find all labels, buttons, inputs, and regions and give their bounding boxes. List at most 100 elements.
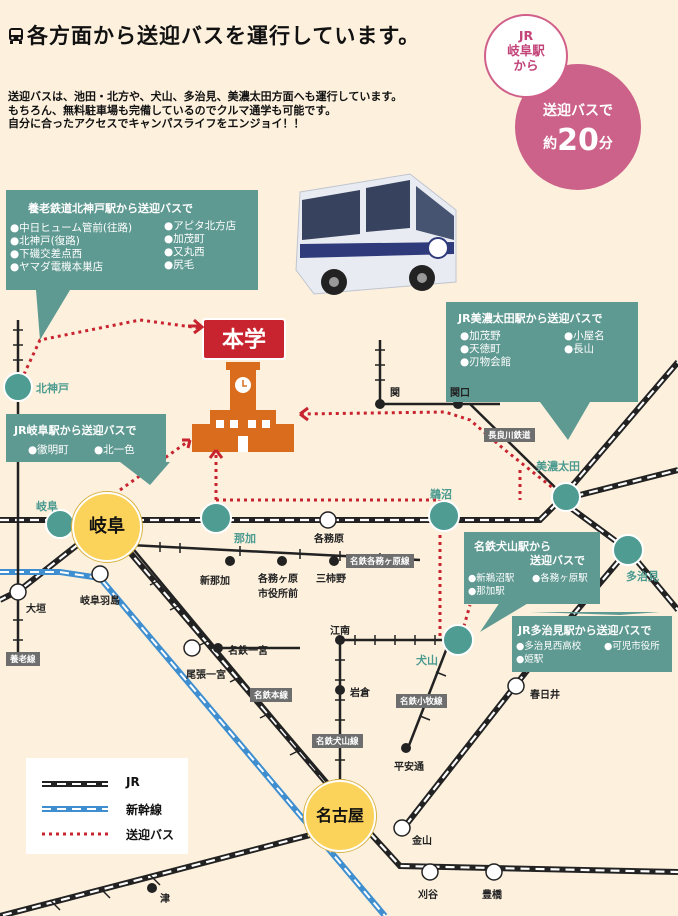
map-legend: JR 新幹線 送迎バス [26, 758, 188, 854]
minoota-stops-left: ●加茂野 ●天徳町 ●刃物会館 [460, 330, 511, 369]
bus-stop: ●那加駅 [468, 586, 505, 597]
intro-line: 送迎バスは、池田・北方や、犬山、多治見、美濃太田方面へも運行しています。 [8, 90, 403, 103]
station-label-owari-ichinomiya: 尾張一宮 [186, 670, 226, 681]
page-title: 各方面から送迎バスを運行しています。 [8, 20, 420, 50]
station-label-gifu: 岐阜 [36, 500, 58, 513]
travel-time-unit: 分 [598, 136, 613, 152]
bus-stop: ●尻毛 [164, 259, 195, 271]
bus-stop: ●中日ヒューム管前(往路) [10, 222, 133, 234]
station-label-inuyama: 犬山 [416, 654, 438, 667]
bus-icon [9, 28, 23, 44]
bus-stop: ●姫駅 [516, 654, 544, 665]
clock-tower-icon [192, 362, 294, 452]
gifu-bus-box: JR岐阜駅から送迎バスで ●徹明町 ●北一色 [6, 414, 166, 462]
bus-stop: ●刃物会館 [460, 356, 512, 368]
page-title-text: 各方面から送迎バスを運行しています。 [27, 24, 421, 48]
inuyama-bus-box: 名鉄犬山駅から 送迎バスで ●新鵜沼駅 ●那加駅 ●各務ヶ原駅 [464, 532, 600, 604]
hub-gifu: 岐阜 [72, 492, 142, 562]
gifu-box-title: JR岐阜駅から送迎バスで [14, 424, 137, 437]
tajimi-stops-left: ●多治見西高校 ●姫駅 [516, 640, 581, 666]
inuyama-stops-right: ●各務ヶ原駅 [532, 572, 588, 585]
station-label-mikakino: 三柿野 [316, 574, 346, 585]
legend-shinkansen: 新幹線 [126, 803, 163, 817]
tajimi-bus-box: JR多治見駅から送迎バスで ●多治見西高校 ●姫駅 ●可児市役所 [512, 616, 672, 672]
bus-stop: ●各務ヶ原駅 [532, 573, 588, 584]
jr-badge-line: 岐阜駅 [507, 43, 545, 58]
jr-badge-line: JR [518, 28, 534, 43]
station-label-heiantori: 平安通 [394, 762, 424, 773]
bus-stop: ●可児市役所 [604, 641, 660, 652]
legend-bus: 送迎バス [126, 828, 175, 842]
minoota-bus-box: JR美濃太田駅から送迎バスで ●加茂野 ●天徳町 ●刃物会館 ●小屋名 ●長山 [446, 302, 638, 402]
station-label-seki: 関 [390, 388, 400, 399]
station-label-kakamigahara-city: 各務ヶ原 市役所前 [258, 570, 298, 600]
kitakoudo-stops-right: ●アピタ北方店 ●加茂町 ●又丸西 ●尻毛 [164, 220, 236, 272]
station-label-line: 市役所前 [258, 589, 298, 600]
teal-stations [3, 372, 644, 656]
minoota-stops-right: ●小屋名 ●長山 [564, 330, 605, 356]
tajimi-box-title: JR多治見駅から送迎バスで [518, 624, 652, 637]
jr-station-badge: JR 岐阜駅 から [484, 14, 568, 98]
travel-time-line1: 送迎バスで [543, 103, 613, 119]
bus-stop: ●天徳町 [460, 343, 501, 355]
bus-stop: ●長山 [564, 343, 595, 355]
line-tag-meitetsu-honsen: 名鉄本線 [250, 688, 293, 702]
bus-stop: ●新鵜沼駅 [468, 573, 515, 584]
jr-badge-line: から [513, 58, 539, 73]
station-label-kanayama: 金山 [412, 836, 432, 847]
line-tag-yoro: 養老線 [6, 652, 40, 666]
gifu-stop: ●徹明町 [28, 444, 69, 456]
station-label-sekiguchi: 関口 [450, 388, 470, 399]
kitakoudo-stops-left: ●中日ヒューム管前(往路) ●北神戸(復路) ●下磯交差点西 ●ヤマダ電機本巣店 [10, 222, 132, 274]
inuyama-box-title: 送迎バスで [530, 554, 585, 567]
line-tag-kakamigahara: 名鉄各務ヶ原線 [346, 554, 414, 568]
bus-stop: ●加茂町 [164, 233, 205, 245]
travel-time-prefix: 約 [543, 136, 558, 152]
bus-photo [295, 173, 457, 295]
kitakoudo-bus-box: 養老鉄道北神戸駅から送迎バスで ●中日ヒューム管前(往路) ●北神戸(復路) ●… [6, 190, 258, 290]
tajimi-stops-right: ●可児市役所 [604, 640, 660, 653]
legend-jr: JR [126, 775, 140, 789]
line-tag-komaki: 名鉄小牧線 [396, 694, 447, 708]
kitakoudo-box-title: 養老鉄道北神戸駅から送迎バスで [28, 202, 193, 215]
bus-stop: ●アピタ北方店 [164, 220, 237, 232]
station-label-gifuhashima: 岐阜羽島 [80, 596, 120, 607]
inuyama-stops-left: ●新鵜沼駅 ●那加駅 [468, 572, 514, 598]
station-label-naka: 那加 [234, 532, 256, 545]
campus-label: 本学 [202, 318, 286, 360]
travel-time-number: 20 [557, 123, 599, 158]
minoota-box-title: JR美濃太田駅から送迎バスで [458, 312, 603, 325]
station-label-toyohashi: 豊橋 [482, 890, 502, 901]
intro-line: 自分に合ったアクセスでキャンパスライフをエンジョイ！！ [8, 117, 305, 130]
gifu-stop: ●北一色 [94, 444, 135, 456]
station-label-minoota: 美濃太田 [536, 460, 580, 473]
intro-text: 送迎バスは、池田・北方や、犬山、多治見、美濃太田方面へも運行しています。 もちろ… [8, 90, 402, 131]
station-label-konan: 江南 [330, 626, 350, 637]
station-label-tajimi: 多治見 [626, 570, 659, 583]
box-pointers [36, 290, 660, 632]
bus-stop: ●ヤマダ電機本巣店 [10, 261, 104, 273]
station-label-iwakura: 岩倉 [350, 688, 370, 699]
station-label-shinnaka: 新那加 [200, 576, 230, 587]
bus-stop: ●加茂野 [460, 330, 501, 342]
station-label-kitakoudo: 北神戸 [36, 382, 69, 395]
station-label-ogaki: 大垣 [26, 604, 46, 615]
line-tag-inuyama: 名鉄犬山線 [312, 734, 363, 748]
bus-stop: ●下磯交差点西 [10, 248, 83, 260]
station-label-meitetsu-ichinomiya: 名鉄一宮 [228, 646, 268, 657]
station-label-kasugai: 春日井 [530, 690, 560, 701]
bus-stop: ●多治見西高校 [516, 641, 582, 652]
travel-time-line2: 約20分 [515, 123, 641, 158]
station-label-unuma: 鵜沼 [430, 488, 452, 501]
line-tag-nagara: 長良川鉄道 [484, 428, 535, 442]
shinkansen-line [0, 569, 388, 916]
station-label-tsu: 津 [160, 894, 170, 905]
small-stations [9, 399, 525, 893]
bus-stop: ●北神戸(復路) [10, 235, 80, 247]
station-label-kakamigahara: 各務原 [314, 534, 344, 545]
inuyama-box-title: 名鉄犬山駅から [474, 540, 551, 553]
station-label-kariya: 刈谷 [418, 890, 438, 901]
hub-nagoya: 名古屋 [304, 780, 376, 852]
bus-stop: ●小屋名 [564, 330, 605, 342]
